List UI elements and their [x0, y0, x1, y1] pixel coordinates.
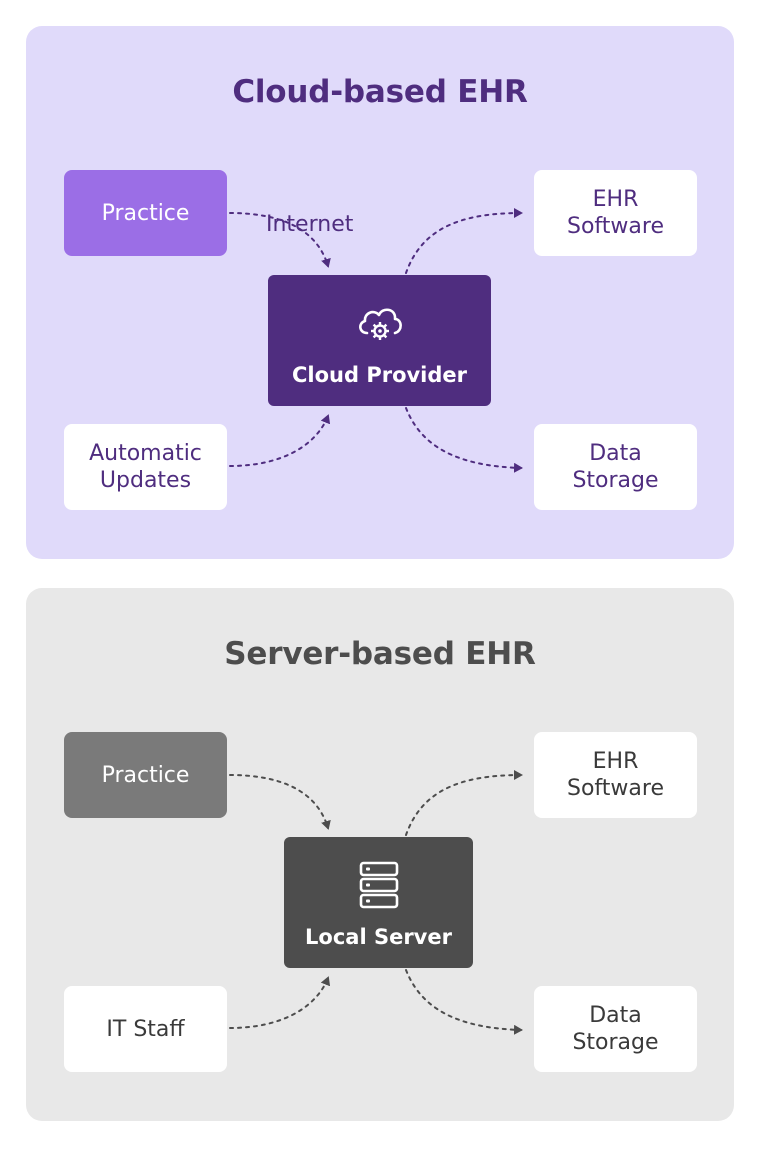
ehr-software-line1: EHR [592, 187, 639, 212]
data-storage-line1: Data [589, 1003, 642, 1028]
ehr-software-line2: Software [567, 214, 664, 239]
local-server-box: Local Server [284, 837, 473, 968]
data-storage-line2: Storage [572, 468, 659, 493]
arrow-staff-to-server [229, 976, 331, 1029]
arrow-provider-to-storage [405, 407, 523, 473]
local-server-label: Local Server [305, 925, 452, 949]
it-staff-box: IT Staff [64, 986, 227, 1072]
practice-label: Practice [101, 200, 190, 226]
cloud-gear-icon [358, 308, 402, 340]
ehr-software-label: EHR Software [567, 748, 664, 802]
internet-label: Internet [266, 212, 354, 237]
server-stack-icon [359, 861, 398, 909]
arrow-server-to-storage [405, 969, 523, 1035]
cloud-provider-label: Cloud Provider [291, 363, 468, 387]
ehr-software-line1: EHR [592, 749, 639, 774]
practice-box: Practice [64, 732, 227, 818]
automatic-updates-box: Automatic Updates [64, 424, 227, 510]
data-storage-box: Data Storage [534, 986, 697, 1072]
arrow-practice-to-server [229, 774, 331, 830]
it-staff-label: IT Staff [106, 1016, 185, 1042]
ehr-software-box: EHR Software [534, 732, 697, 818]
cloud-provider-box: Cloud Provider [268, 275, 491, 406]
server-ehr-panel: Server-based EHR Practice EHR Software [26, 588, 734, 1121]
automatic-updates-line2: Updates [99, 468, 192, 493]
data-storage-label: Data Storage [572, 440, 658, 494]
arrow-provider-to-ehr [405, 208, 523, 274]
arrow-server-to-ehr [405, 770, 523, 836]
data-storage-line2: Storage [572, 1030, 659, 1055]
ehr-software-line2: Software [567, 776, 664, 801]
arrow-updates-to-provider [229, 414, 331, 467]
server-ehr-title: Server-based EHR [224, 636, 536, 672]
data-storage-line1: Data [589, 441, 642, 466]
cloud-ehr-title: Cloud-based EHR [232, 74, 528, 110]
automatic-updates-label: Automatic Updates [89, 440, 202, 494]
practice-box: Practice [64, 170, 227, 256]
data-storage-label: Data Storage [572, 1002, 658, 1056]
cloud-ehr-panel: Cloud-based EHR Internet Practice EHR So… [26, 26, 734, 559]
ehr-software-label: EHR Software [567, 186, 664, 240]
ehr-software-box: EHR Software [534, 170, 697, 256]
automatic-updates-line1: Automatic [89, 441, 202, 466]
practice-label: Practice [101, 762, 190, 788]
data-storage-box: Data Storage [534, 424, 697, 510]
